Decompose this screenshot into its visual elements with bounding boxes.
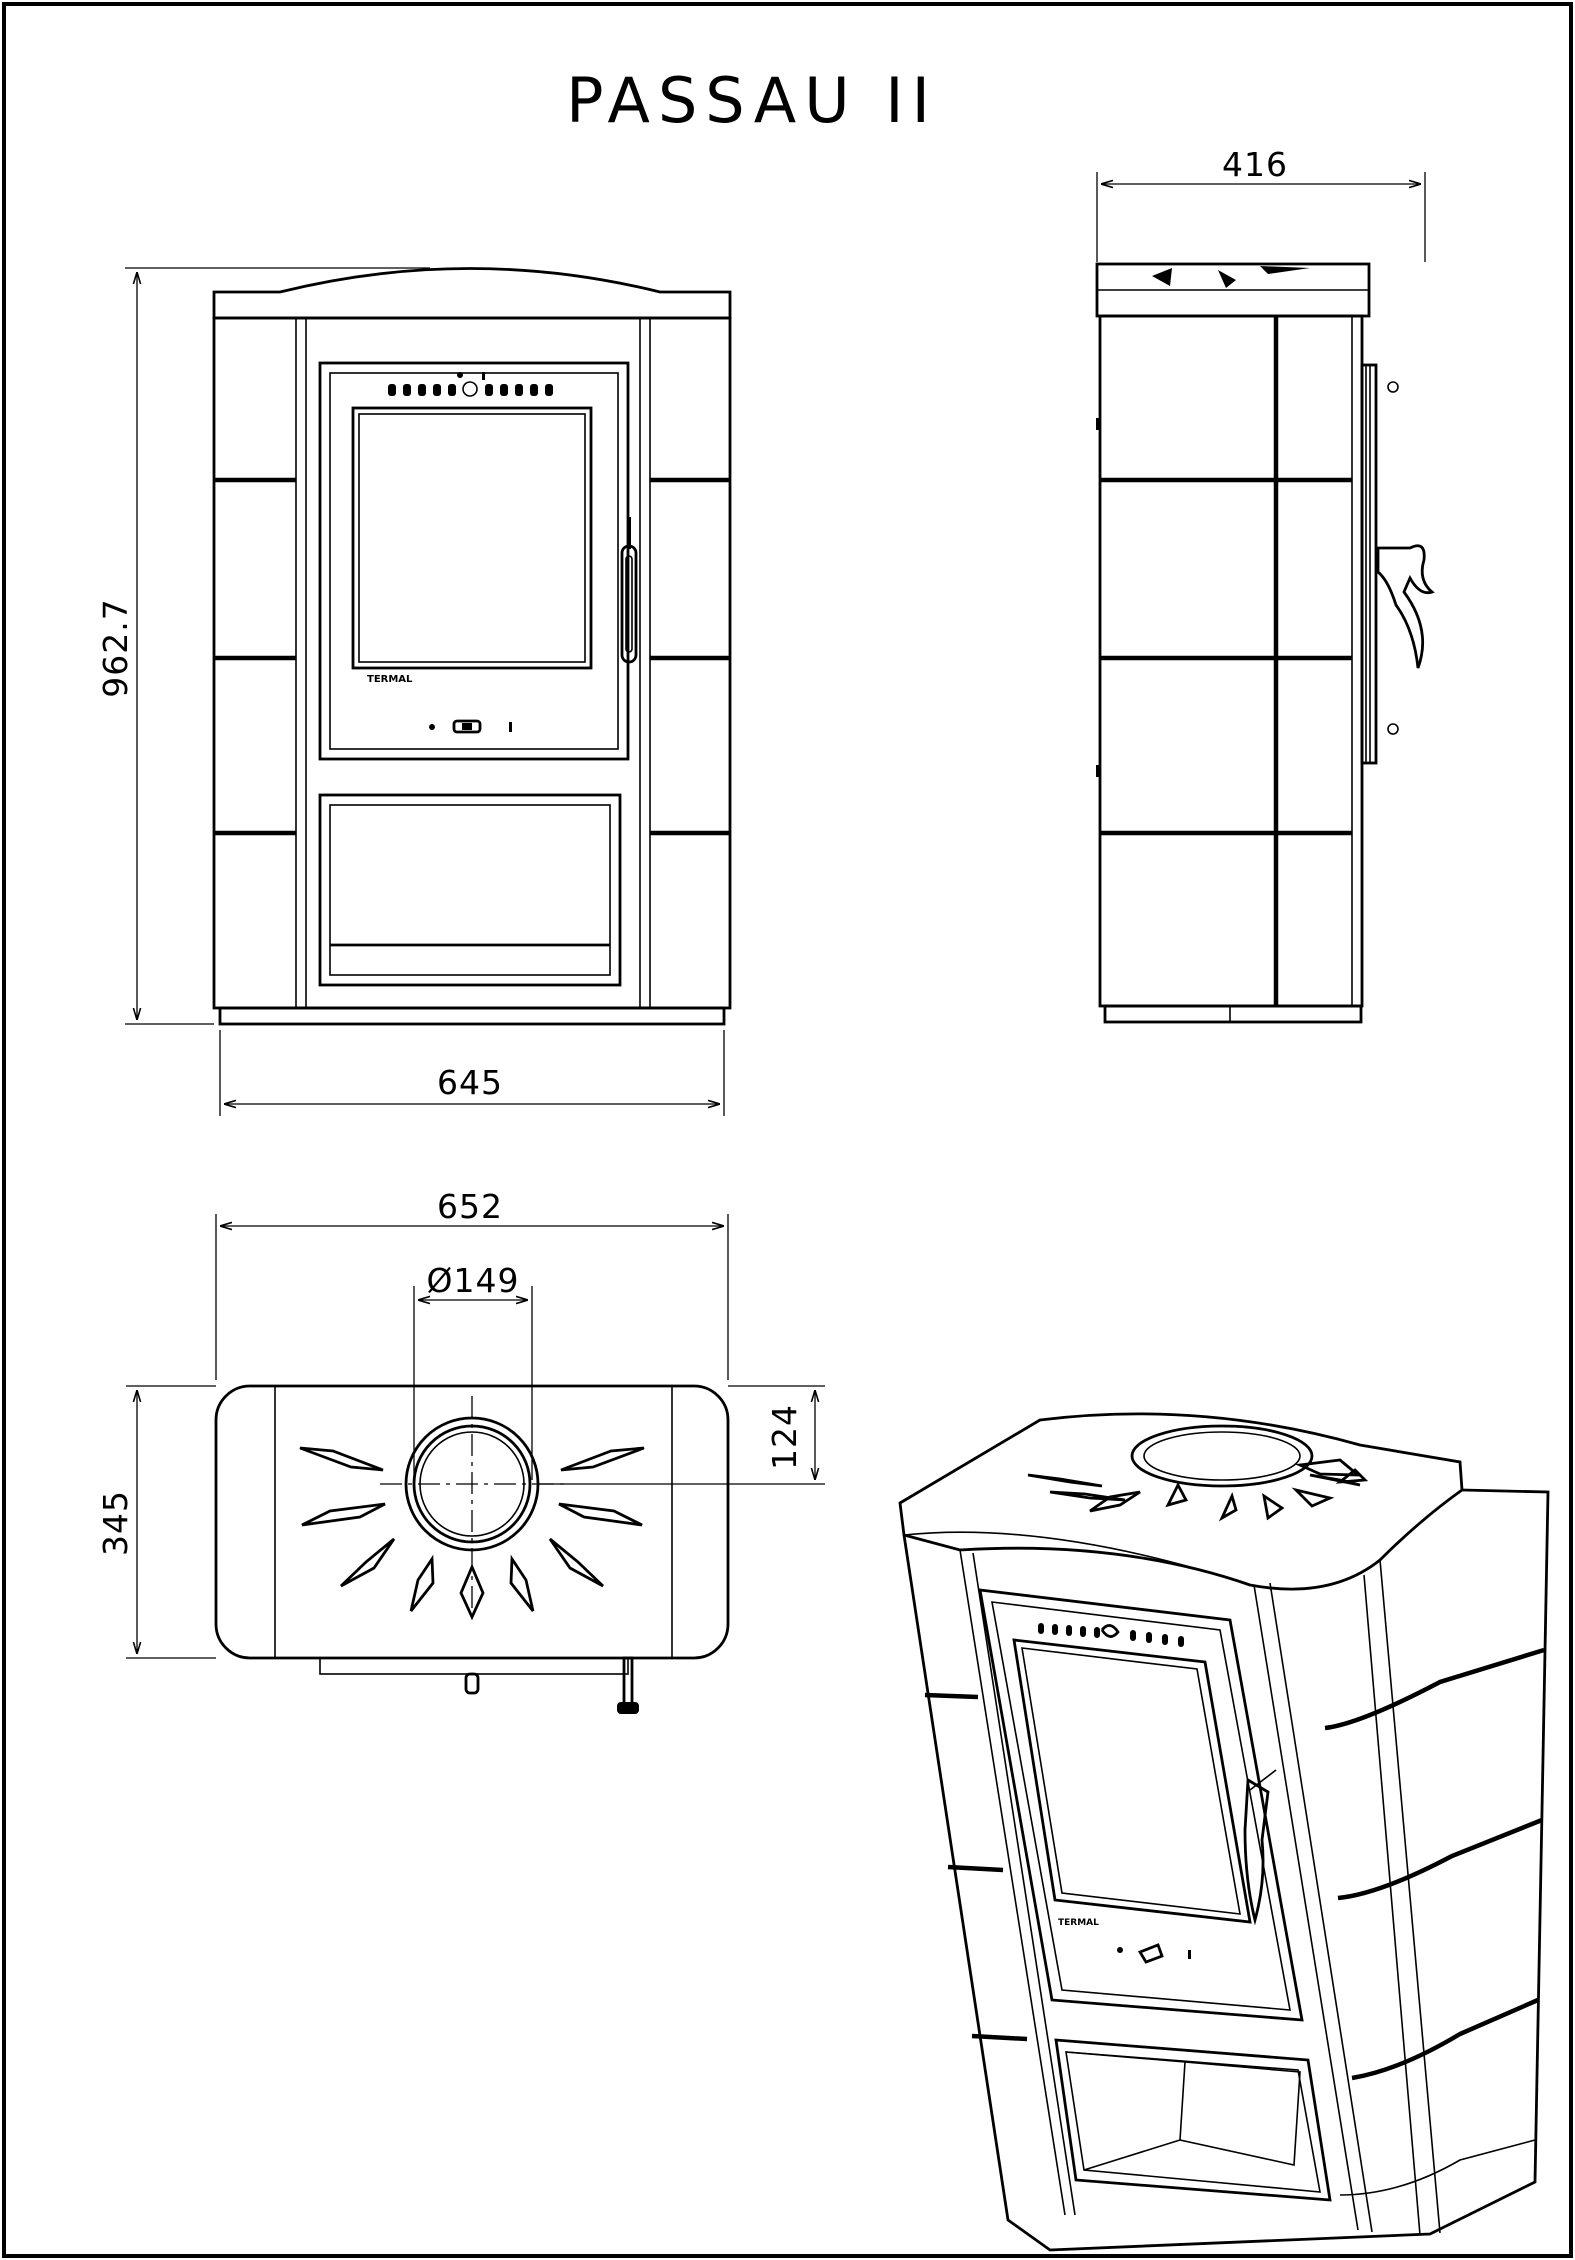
side-depth-dimension: 416 xyxy=(1096,145,1426,262)
top-view xyxy=(214,1384,730,1714)
svg-text:962.7: 962.7 xyxy=(96,598,135,697)
iso-brand-plate: TERMAL xyxy=(1058,1918,1099,1928)
top-width-dimension: 652 xyxy=(215,1187,729,1380)
top-depth-dimension: 345 xyxy=(96,1385,216,1659)
svg-text:645: 645 xyxy=(437,1063,503,1102)
isometric-view: TERMAL xyxy=(898,1412,1550,2252)
svg-text:124: 124 xyxy=(765,1404,804,1470)
flue-diameter-dimension: Ø149 xyxy=(413,1261,533,1480)
front-width-dimension: 645 xyxy=(219,1030,725,1116)
svg-text:652: 652 xyxy=(437,1187,503,1226)
svg-text:345: 345 xyxy=(96,1490,135,1556)
top-vent-rays xyxy=(299,1446,645,1621)
air-vent-holes xyxy=(388,372,553,397)
front-brand-plate: TERMAL xyxy=(367,674,413,685)
side-view xyxy=(1095,262,1435,1024)
door-handle xyxy=(620,517,638,664)
air-regulator xyxy=(429,719,512,734)
front-view: TERMAL xyxy=(212,267,732,1026)
flue-offset-dimension: 124 xyxy=(538,1385,825,1485)
svg-text:416: 416 xyxy=(1222,145,1288,184)
drawing-title: PASSAU II xyxy=(566,64,938,137)
front-height-dimension: 962.7 xyxy=(96,267,430,1025)
svg-text:Ø149: Ø149 xyxy=(427,1261,520,1300)
